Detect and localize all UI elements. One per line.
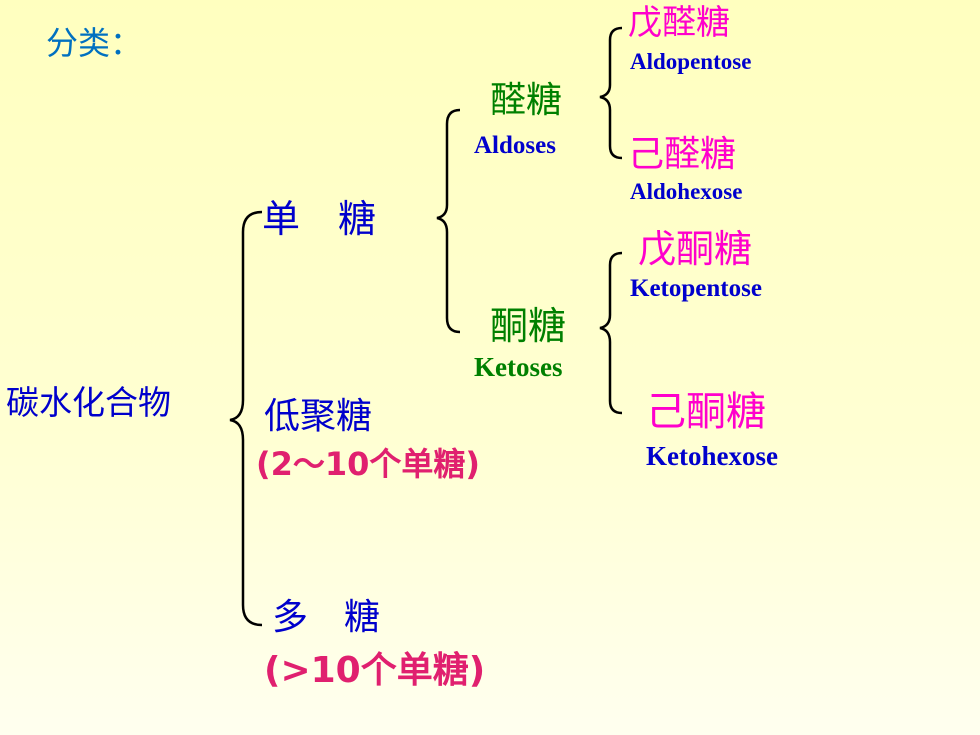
aldohexose-zh: 己醛糖: [628, 134, 737, 175]
ketohexose-zh: 己酮糖: [646, 389, 766, 435]
ketohexose-en: Ketohexose: [646, 441, 778, 471]
monosaccharide-label: 单 糖: [262, 197, 377, 241]
oligosaccharide-note: (2～10个单糖): [256, 445, 481, 483]
aldoses-en: Aldoses: [474, 132, 556, 159]
polysaccharide-label: 多 糖: [272, 597, 381, 638]
root-brace: [229, 210, 263, 627]
page-title: 分类：: [46, 24, 143, 62]
aldopentose-zh: 戊醛糖: [628, 3, 730, 43]
oligosaccharide-label: 低聚糖: [264, 396, 373, 437]
aldoses-brace: [599, 26, 623, 160]
root-carbohydrate: 碳水化合物: [6, 383, 171, 422]
ketopentose-zh: 戊酮糖: [638, 227, 753, 271]
ketoses-en: Ketoses: [474, 352, 563, 382]
mono-brace: [436, 108, 461, 334]
aldoses-zh: 醛糖: [490, 80, 563, 121]
ketoses-zh: 酮糖: [490, 304, 567, 348]
aldohexose-en: Aldohexose: [630, 179, 743, 204]
polysaccharide-note: (>10个单糖): [264, 650, 486, 691]
ketopentose-en: Ketopentose: [630, 275, 762, 302]
aldopentose-en: Aldopentose: [630, 49, 752, 74]
ketoses-brace: [599, 251, 623, 415]
